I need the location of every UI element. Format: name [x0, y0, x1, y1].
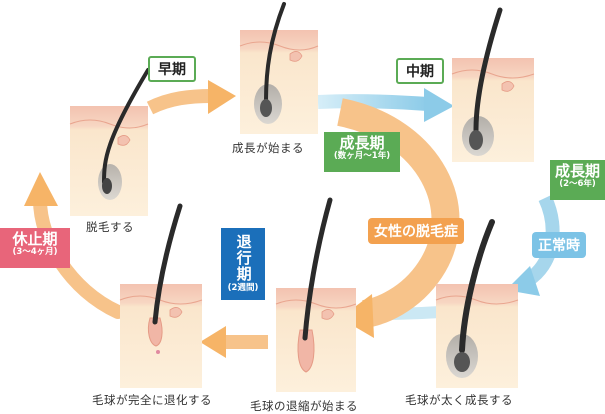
caption-start-growth: 成長が始まる — [232, 141, 304, 155]
card-start-growth — [239, 2, 319, 134]
badge-telogen-title: 休止期 — [12, 230, 58, 248]
arrow-head-early — [208, 80, 236, 114]
arrow-head-catagen — [200, 326, 226, 358]
badge-anagen-right-title: 成長期 — [554, 162, 600, 180]
caption-shed: 脱毛する — [86, 220, 134, 234]
card-shrink-start — [275, 197, 357, 392]
label-normal: 正常時 — [532, 232, 586, 258]
caption-shrink-start: 毛球の退縮が始まる — [250, 399, 358, 413]
badge-catagen-sub: (2週間) — [227, 283, 259, 293]
badge-catagen: 退行期 (2週間) — [221, 228, 265, 300]
card-middle — [451, 7, 535, 162]
label-female-alopecia: 女性の脱毛症 — [368, 218, 464, 244]
badge-anagen-center-title: 成長期 — [339, 134, 385, 152]
badge-anagen-center: 成長期 (数ヶ月〜1年) — [324, 132, 400, 172]
badge-anagen-right: 成長期 (2〜6年) — [550, 160, 605, 200]
label-middle: 中期 — [396, 58, 444, 84]
card-shed — [69, 68, 150, 216]
badge-catagen-title: 退行期 — [234, 234, 253, 282]
badge-telogen-sub: (3〜4ヶ月) — [12, 247, 58, 258]
caption-fully-regressed: 毛球が完全に退化する — [92, 393, 212, 407]
badge-telogen: 休止期 (3〜4ヶ月) — [0, 228, 70, 268]
arrow-head-up — [24, 172, 58, 206]
badge-anagen-center-sub: (数ヶ月〜1年) — [333, 151, 391, 162]
arrow-early — [146, 89, 213, 115]
arrow-head-middle — [424, 88, 454, 122]
arrow-head-female — [340, 294, 374, 338]
badge-anagen-right-sub: (2〜6年) — [559, 179, 596, 190]
card-fully-regressed — [119, 203, 203, 388]
caption-thicken: 毛球が太く成長する — [405, 393, 513, 407]
card-thicken — [435, 219, 519, 388]
label-early: 早期 — [148, 56, 196, 82]
arrow-middle — [317, 94, 429, 111]
